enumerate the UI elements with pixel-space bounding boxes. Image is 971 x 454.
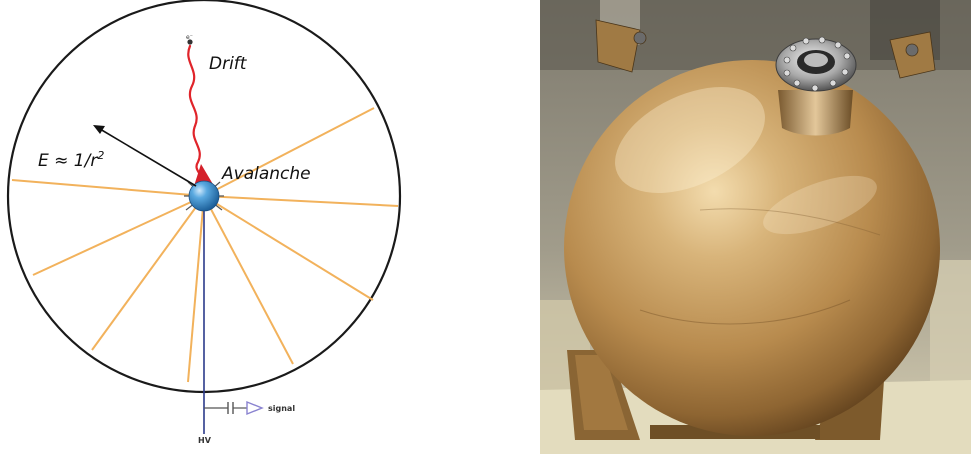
amplifier-icon bbox=[247, 402, 262, 414]
signal-branch: signal bbox=[204, 402, 295, 414]
field-lines bbox=[12, 108, 398, 382]
hv-label: HV bbox=[198, 436, 212, 445]
vessel-photo bbox=[540, 0, 971, 454]
electron-label: e⁻ bbox=[186, 34, 193, 41]
field-line bbox=[204, 196, 398, 206]
field-arrow bbox=[93, 125, 196, 186]
sensor-ball bbox=[184, 181, 224, 211]
field-line bbox=[33, 196, 204, 275]
field-line bbox=[92, 196, 204, 350]
signal-label: signal bbox=[268, 404, 295, 413]
electron-icon: e⁻ bbox=[186, 34, 193, 45]
detector-diagram: signal HV e⁻ bbox=[8, 0, 400, 445]
field-formula: E ≈ 1/r2 bbox=[38, 149, 104, 171]
field-line bbox=[188, 196, 204, 382]
drift-label: Drift bbox=[209, 54, 248, 74]
avalanche-label: Avalanche bbox=[221, 164, 311, 184]
field-formula-exponent: 2 bbox=[97, 149, 104, 162]
capacitor-icon bbox=[228, 402, 233, 414]
field-formula-base: E ≈ 1/r bbox=[38, 151, 98, 171]
field-line bbox=[204, 196, 293, 364]
drift-track bbox=[188, 46, 201, 176]
field-line bbox=[204, 196, 373, 300]
field-line bbox=[12, 180, 204, 196]
